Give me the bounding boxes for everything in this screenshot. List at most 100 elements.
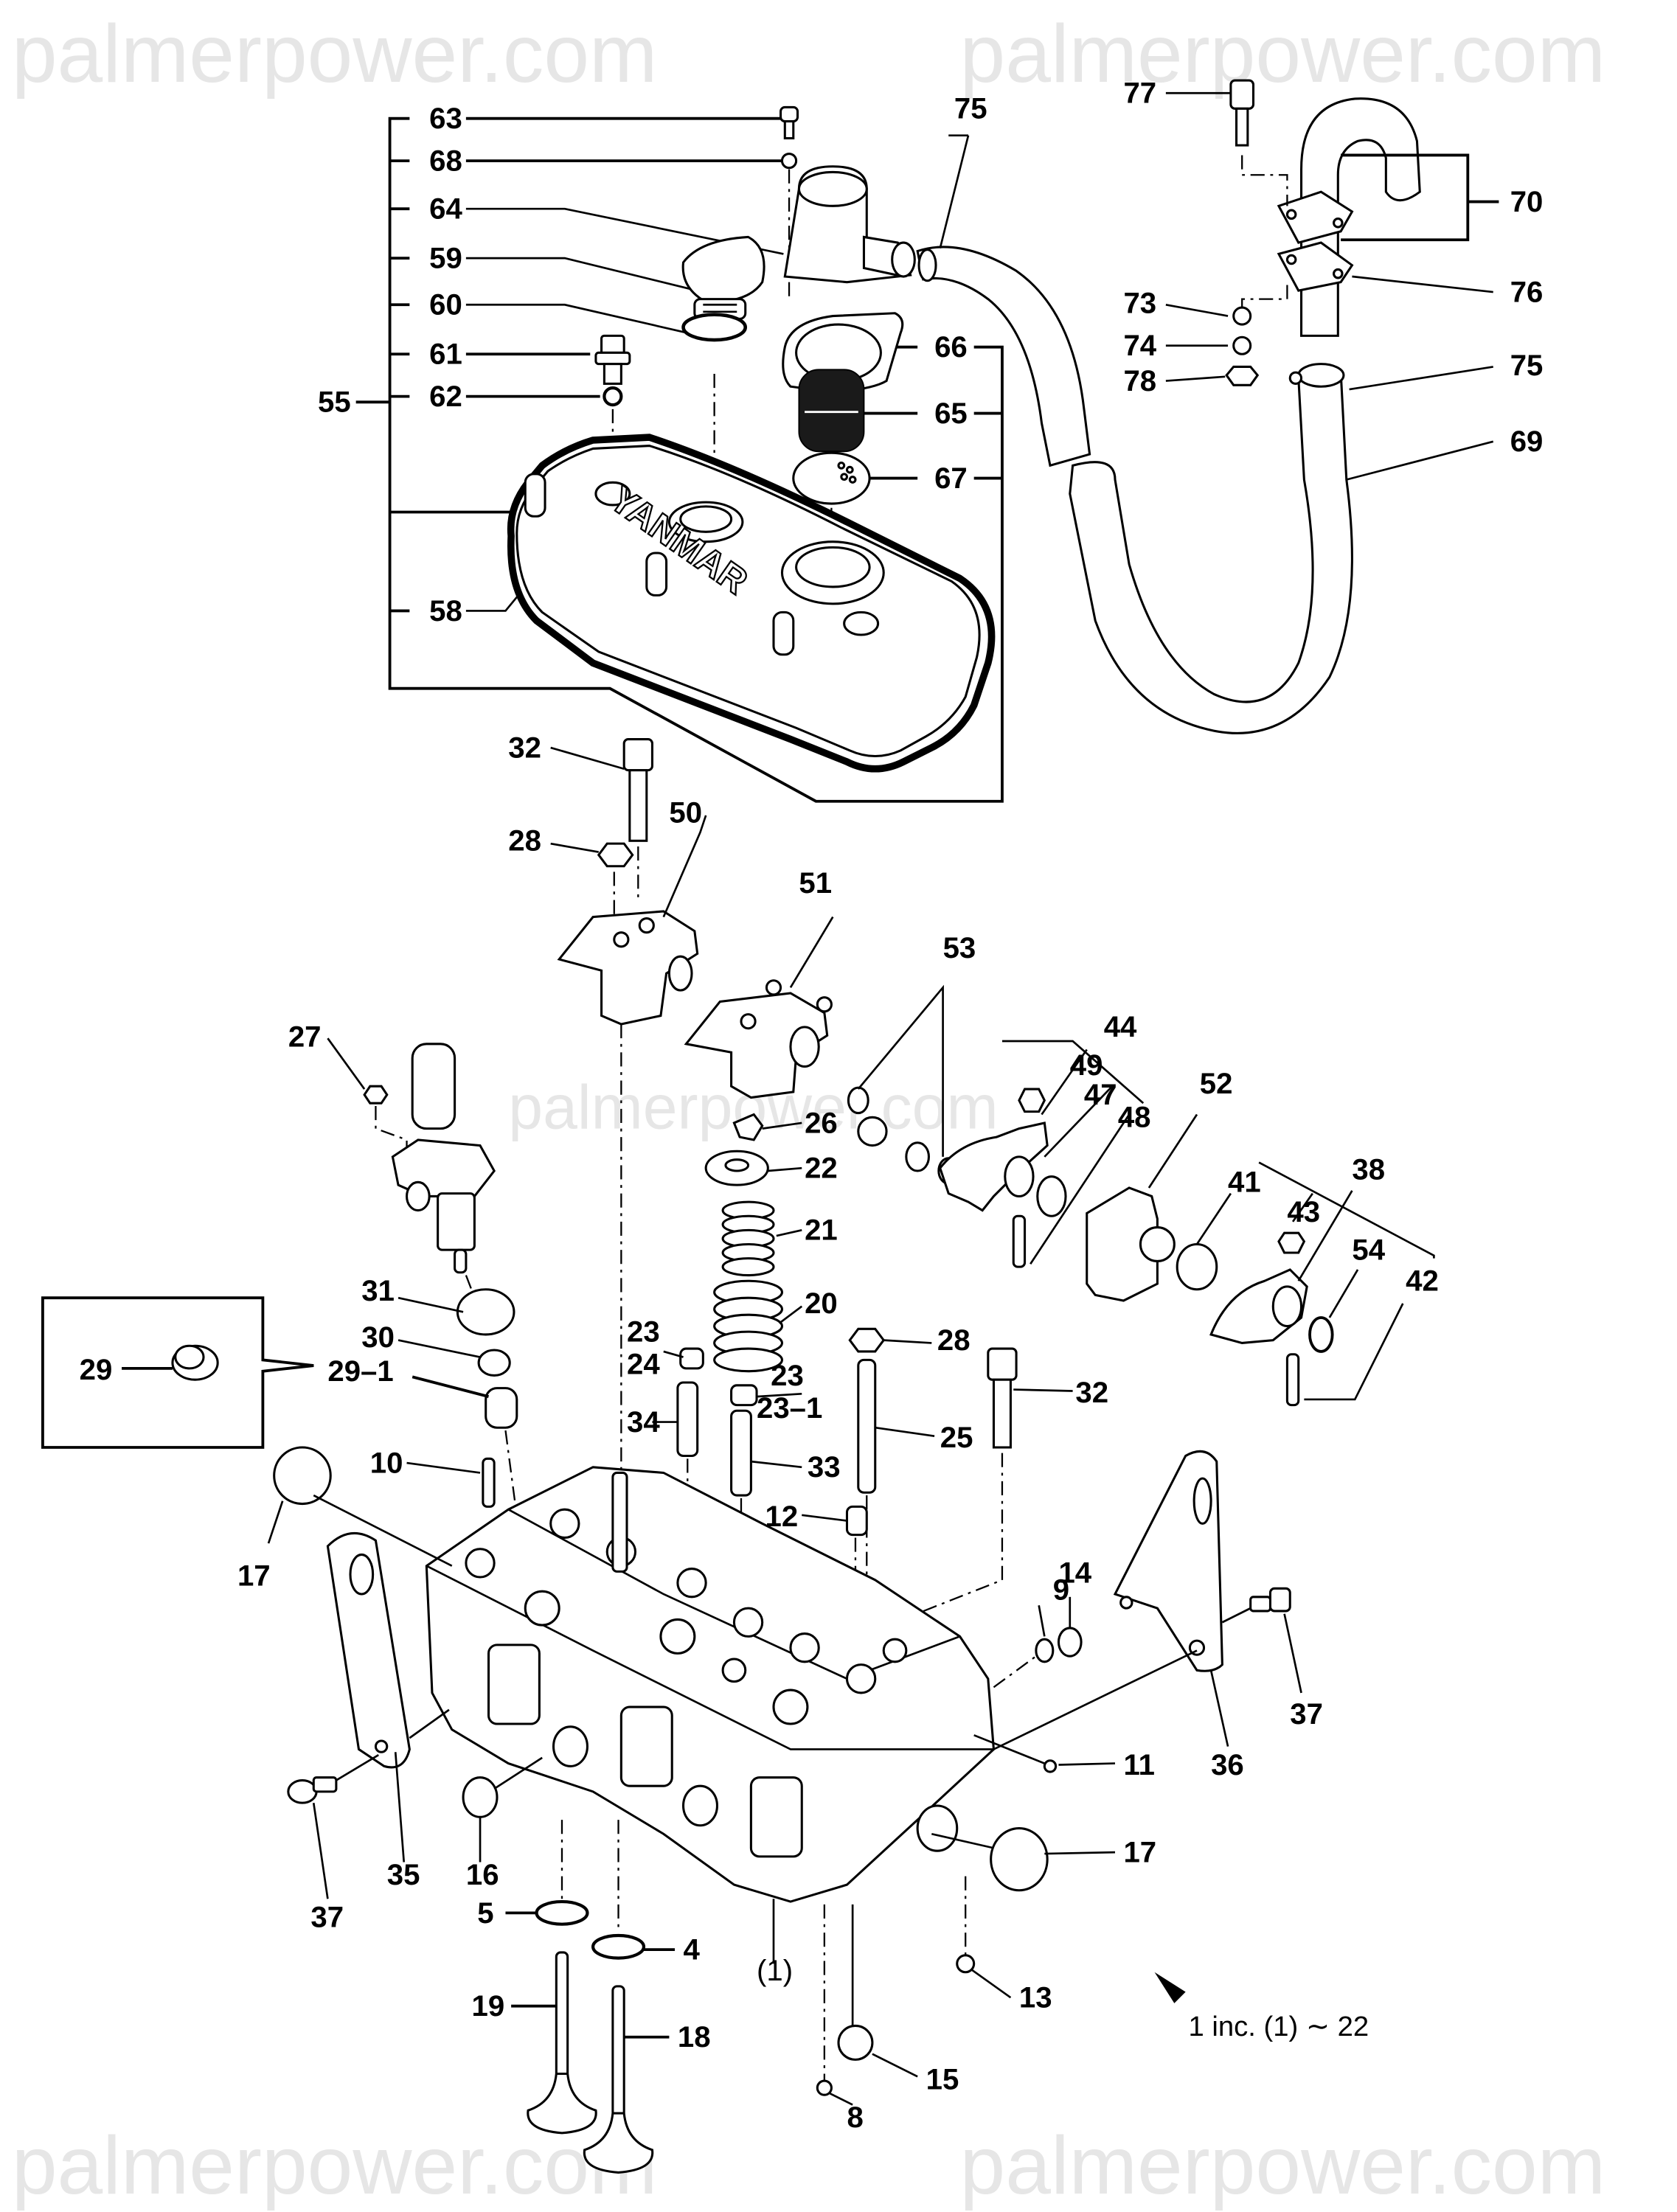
part-label-61[interactable]: 61 (429, 338, 462, 371)
plug-icon (594, 334, 631, 385)
part-label-53[interactable]: 53 (943, 931, 976, 964)
part-label-19[interactable]: 19 (472, 1989, 505, 2023)
part-label-17-right[interactable]: 17 (1123, 1836, 1156, 1869)
part-label-64[interactable]: 64 (429, 192, 462, 226)
part-label-29-1[interactable]: 29–1 (327, 1354, 393, 1388)
part-label-75-lower[interactable]: 75 (1510, 349, 1544, 382)
part-label-52[interactable]: 52 (1200, 1067, 1233, 1100)
part-label-28-top[interactable]: 28 (508, 824, 541, 858)
part-label-35[interactable]: 35 (387, 1858, 420, 1891)
nut-27-icon (363, 1085, 389, 1105)
part-label-75-upper[interactable]: 75 (954, 92, 987, 125)
part-label-25[interactable]: 25 (940, 1421, 973, 1454)
part-label-65[interactable]: 65 (934, 397, 968, 430)
part-label-41[interactable]: 41 (1228, 1166, 1261, 1199)
part-label-16[interactable]: 16 (466, 1858, 499, 1891)
part-label-31[interactable]: 31 (361, 1274, 395, 1307)
part-label-27[interactable]: 27 (288, 1020, 322, 1054)
part-label-70[interactable]: 70 (1510, 185, 1544, 218)
part-label-49[interactable]: 49 (1070, 1048, 1103, 1082)
part-label-69[interactable]: 69 (1510, 425, 1544, 458)
part-label-12[interactable]: 12 (765, 1500, 799, 1533)
part-label-17-left[interactable]: 17 (237, 1559, 271, 1593)
stud-25-icon (857, 1358, 877, 1494)
part-label-51[interactable]: 51 (799, 866, 832, 900)
part-label-66[interactable]: 66 (934, 330, 968, 364)
part-label-74[interactable]: 74 (1123, 329, 1156, 362)
part-label-1[interactable]: (1) (757, 1954, 793, 1987)
part-label-54[interactable]: 54 (1352, 1234, 1385, 1267)
circlip-54-icon (1308, 1316, 1334, 1353)
nut-28-lower-icon (848, 1327, 886, 1353)
bolt-32-icon (622, 738, 653, 842)
part-label-22[interactable]: 22 (805, 1152, 838, 1185)
plug-14-icon (1057, 1627, 1083, 1658)
part-label-38[interactable]: 38 (1352, 1152, 1385, 1186)
plug-15-icon (837, 2024, 874, 2061)
part-label-13[interactable]: 13 (1019, 1981, 1052, 2014)
part-label-63[interactable]: 63 (429, 102, 462, 135)
part-label-67[interactable]: 67 (934, 462, 968, 495)
part-label-59[interactable]: 59 (429, 242, 462, 275)
part-label-58[interactable]: 58 (429, 594, 462, 627)
bolt-37-left-icon (287, 1776, 338, 1804)
part-label-14[interactable]: 14 (1058, 1557, 1091, 1590)
part-label-8[interactable]: 8 (847, 2101, 863, 2134)
part-label-50[interactable]: 50 (669, 796, 702, 829)
part-label-4[interactable]: 4 (684, 1933, 701, 1966)
flange-gasket-icon (1277, 241, 1354, 292)
part-label-76[interactable]: 76 (1510, 275, 1544, 308)
rocker-shaft-support-51-icon (684, 979, 833, 1099)
part-label-48[interactable]: 48 (1118, 1101, 1151, 1134)
part-label-73[interactable]: 73 (1123, 287, 1156, 320)
bolt-37-right-icon (1249, 1587, 1291, 1613)
watermark-top-left: palmerpower.com (12, 8, 658, 100)
thermostat-icon (798, 369, 865, 453)
breather-hose-group: 75 77 70 76 73 74 78 75 69 (916, 77, 1544, 734)
part-label-37-right[interactable]: 37 (1290, 1697, 1323, 1731)
part-label-29[interactable]: 29 (80, 1353, 113, 1386)
part-label-9[interactable]: 9 (1053, 1573, 1069, 1607)
part-label-11[interactable]: 11 (1123, 1748, 1154, 1781)
part-label-28-lower[interactable]: 28 (937, 1324, 971, 1357)
part-label-20[interactable]: 20 (805, 1287, 838, 1320)
nozzle-seat-31-icon (456, 1288, 515, 1336)
part-label-10[interactable]: 10 (370, 1446, 403, 1479)
washer-53-icon (847, 1086, 869, 1115)
part-label-36[interactable]: 36 (1211, 1748, 1244, 1781)
part-label-15[interactable]: 15 (926, 2063, 959, 2096)
plug-9-icon (1035, 1638, 1055, 1663)
part-label-23-lower[interactable]: 23 (771, 1359, 804, 1392)
part-label-44[interactable]: 44 (1104, 1010, 1137, 1043)
part-label-32-lower[interactable]: 32 (1075, 1376, 1108, 1409)
part-label-47[interactable]: 47 (1084, 1078, 1117, 1111)
part-label-33[interactable]: 33 (808, 1450, 841, 1484)
part-label-23-upper[interactable]: 23 (627, 1315, 660, 1349)
washer-30-icon (477, 1349, 511, 1377)
part-label-68[interactable]: 68 (429, 145, 462, 178)
part-label-37-left[interactable]: 37 (310, 1901, 344, 1934)
part-label-18[interactable]: 18 (678, 2020, 711, 2053)
bolt-77-icon (1229, 79, 1255, 147)
part-label-34[interactable]: 34 (627, 1405, 660, 1439)
part-label-23-1[interactable]: 23–1 (757, 1391, 822, 1425)
part-label-43[interactable]: 43 (1287, 1195, 1320, 1228)
part-label-62[interactable]: 62 (429, 380, 462, 413)
part-label-5[interactable]: 5 (477, 1896, 493, 1930)
part-label-21[interactable]: 21 (805, 1214, 838, 1247)
valve-seal-24-icon (679, 1347, 704, 1370)
part-label-77[interactable]: 77 (1123, 77, 1156, 110)
part-label-32-top[interactable]: 32 (508, 731, 541, 764)
part-label-24[interactable]: 24 (627, 1348, 660, 1381)
part-label-78[interactable]: 78 (1123, 364, 1156, 397)
part-label-42[interactable]: 42 (1406, 1265, 1439, 1298)
part-label-55[interactable]: 55 (318, 386, 351, 419)
watermark-bottom-right: palmerpower.com (960, 2120, 1606, 2211)
part-label-60[interactable]: 60 (429, 288, 462, 321)
part-label-26[interactable]: 26 (805, 1106, 838, 1139)
part-label-30[interactable]: 30 (361, 1321, 395, 1354)
rocker-arm-44-icon (939, 1088, 1049, 1268)
injector-icon (391, 1043, 496, 1274)
washer-icon (780, 153, 798, 170)
valve-guide-34-icon (676, 1381, 699, 1458)
